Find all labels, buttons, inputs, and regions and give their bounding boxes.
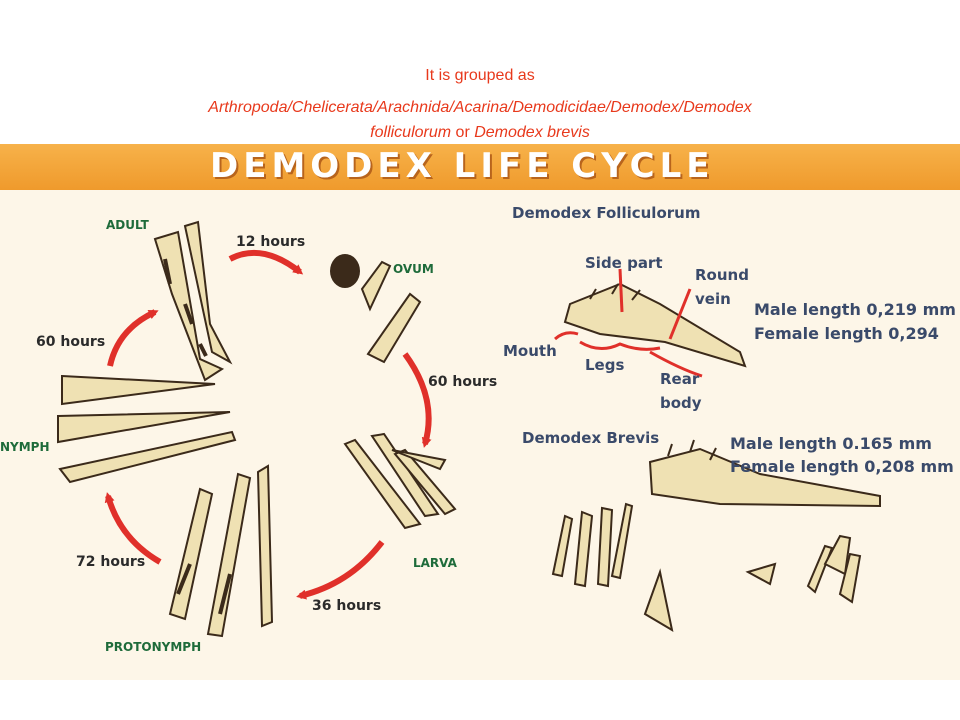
stage-ovum: OVUM: [393, 262, 434, 276]
stage-protonymph: PROTONYMPH: [105, 640, 202, 654]
brevis-mite-1: [551, 514, 574, 578]
folliculorum-female-length: Female length 0,294: [754, 324, 939, 343]
arrow-adult-to-ovum: [228, 249, 304, 275]
arrow-ovum-to-larva: [402, 352, 432, 448]
nymph-mite-1: [61, 374, 216, 406]
folliculorum-male-length: Male length 0,219 mm: [754, 300, 956, 319]
brevis-body: [648, 447, 881, 508]
species-folliculorum: folliculorum: [370, 124, 452, 141]
duration-larva-to-protonymph: 36 hours: [312, 598, 382, 614]
callout-side-part: [618, 268, 624, 313]
callout-legs: [579, 340, 661, 351]
larva-mite-1: [343, 438, 422, 530]
brevis-name: Demodex Brevis: [522, 429, 660, 447]
taxonomy-text: Arthropoda/Chelicerata/Arachnida/Acarina…: [208, 99, 752, 116]
brevis-mite-9: [838, 552, 862, 604]
larva-mite-2: [370, 432, 440, 518]
title-banner: DEMODEX LIFE CYCLE: [0, 144, 960, 190]
caption-species: folliculorum or Demodex brevis: [0, 123, 960, 143]
adult-mite-1: [153, 230, 225, 382]
diagram-title: DEMODEX LIFE CYCLE: [210, 146, 715, 186]
brevis-mite-8: [823, 534, 852, 576]
brevis-mite-7: [806, 544, 834, 594]
arrow-protonymph-to-nymph: [104, 492, 162, 565]
duration-nymph-to-adult: 60 hours: [36, 334, 106, 350]
brevis-mite-5: [643, 568, 674, 633]
label-round: Round: [695, 266, 749, 284]
species-brevis: Demodex brevis: [474, 124, 590, 141]
protonymph-mite-3: [256, 464, 274, 628]
label-legs: Legs: [585, 356, 625, 374]
callout-round-vein: [668, 288, 692, 340]
label-rear: Rear: [660, 370, 700, 388]
brevis-female-length: Female length 0,208 mm: [730, 457, 954, 476]
stage-larva: LARVA: [413, 556, 457, 570]
brevis-mite-2: [573, 510, 594, 588]
callout-rear-body: [649, 350, 703, 378]
brevis-male-length: Male length 0.165 mm: [730, 434, 932, 453]
callout-mouth: [553, 331, 579, 341]
adult-mite-2: [183, 220, 233, 365]
brevis-mite-4: [610, 502, 634, 580]
life-cycle-diagram: DEMODEX LIFE CYCLE: [0, 144, 960, 680]
folliculorum-body: [563, 282, 747, 368]
arrow-larva-to-protonymph: [296, 540, 385, 600]
brevis-mite-6: [745, 562, 777, 586]
arrow-nymph-to-adult: [107, 309, 159, 367]
caption-taxonomy: Arthropoda/Chelicerata/Arachnida/Acarina…: [0, 98, 960, 118]
duration-adult-to-ovum: 12 hours: [236, 234, 306, 250]
label-body: body: [660, 394, 702, 412]
stage-nymph: NYMPH: [0, 440, 50, 454]
caption-line-1: It is grouped as: [425, 67, 535, 84]
brevis-mite-3: [596, 506, 614, 588]
label-side-part: Side part: [585, 254, 663, 272]
diagram-artwork: [57, 220, 881, 638]
ovum-mite-1: [360, 260, 392, 312]
ovum-egg: [330, 254, 360, 288]
species-or: or: [451, 124, 475, 141]
stage-adult: ADULT: [106, 218, 149, 232]
protonymph-mite-2: [206, 472, 252, 638]
duration-ovum-to-larva: 60 hours: [428, 374, 498, 390]
label-mouth: Mouth: [503, 342, 557, 360]
protonymph-mite-1: [168, 487, 214, 621]
nymph-mite-2: [57, 411, 231, 444]
ovum-mite-2: [366, 292, 422, 364]
nymph-mite-3: [58, 430, 237, 484]
larva-mite-4: [391, 449, 447, 471]
folliculorum-name: Demodex Folliculorum: [512, 204, 701, 222]
duration-protonymph-to-nymph: 72 hours: [76, 554, 146, 570]
label-vein: vein: [695, 290, 731, 308]
